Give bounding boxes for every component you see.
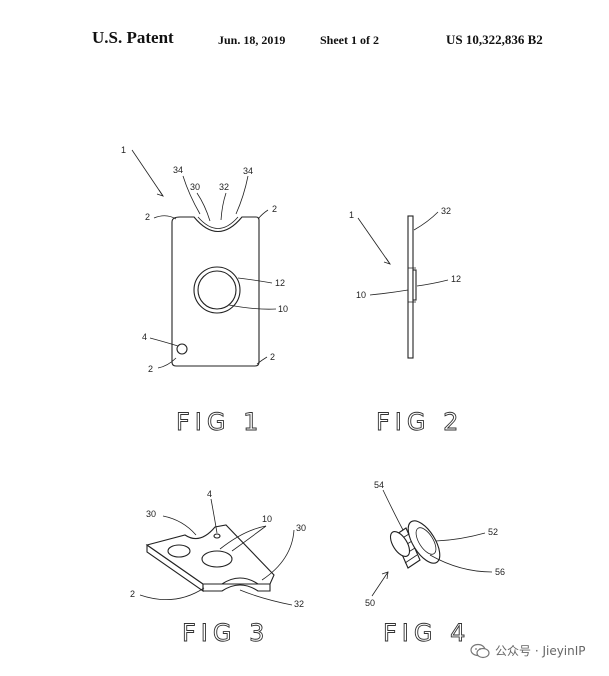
- fig4-label-56: 56: [495, 567, 505, 577]
- fig3-label-30-left: 30: [146, 509, 156, 519]
- fig1-label-12: 12: [275, 278, 285, 288]
- fig1-lanyard-hole: [176, 343, 188, 355]
- fig3-label-4: 4: [207, 489, 212, 499]
- fig1-label-2-lower-left: 2: [148, 364, 153, 374]
- fig1-label-30: 30: [190, 182, 200, 192]
- fig4-flange-recess: [415, 527, 437, 555]
- fig1-label-10: 10: [278, 304, 288, 314]
- fig1-label-2-lower-right: 2: [270, 352, 275, 362]
- fig2-label-10: 10: [356, 290, 366, 300]
- fig4-shaft-end: [389, 531, 411, 557]
- sheet-number: Sheet 1 of 2: [320, 33, 379, 47]
- fig1-label-32: 32: [219, 182, 229, 192]
- fig1-label-34-right: 34: [243, 166, 253, 176]
- fig2-label-12: 12: [451, 274, 461, 284]
- fig2-label-32: 32: [441, 206, 451, 216]
- fig4-label-50: 50: [365, 598, 375, 608]
- fig2-raised-ring: [412, 269, 417, 301]
- fig2-side-profile: [407, 215, 414, 359]
- fig3-small-hole: [167, 544, 191, 558]
- figure-4: 54 52 56 50 FIG 4: [365, 480, 505, 647]
- figure-1: 1 34 30 32 34 2 2 12 10 4 2 2 FIG 1: [121, 145, 288, 436]
- fig1-label-2-upper-left: 2: [145, 212, 150, 222]
- fig3-label-30-right: 30: [296, 523, 306, 533]
- fig2-leader-1: [357, 217, 391, 265]
- fig3-card-front-edge: [202, 583, 271, 592]
- figure-2: 1 32 12 10 FIG 2: [349, 206, 463, 436]
- fig1-label-4: 4: [142, 332, 147, 342]
- fig1-label-1: 1: [121, 145, 126, 155]
- watermark-text: 公众号 · JieyinIP: [495, 644, 586, 658]
- fig2-caption: FIG 2: [376, 408, 463, 436]
- fig3-caption: FIG 3: [182, 619, 269, 647]
- watermark: 公众号 · JieyinIP: [470, 642, 586, 659]
- fig1-arrowhead: [156, 189, 164, 197]
- fig1-label-2-upper-right: 2: [272, 204, 277, 214]
- fig1-caption: FIG 1: [176, 408, 263, 436]
- patent-date: Jun. 18, 2019: [218, 33, 286, 47]
- patent-office-label: U.S. Patent: [92, 28, 174, 47]
- fig1-notch-inner: [197, 216, 239, 229]
- fig3-label-32: 32: [294, 599, 304, 609]
- fig3-lanyard-hole: [213, 533, 221, 539]
- wechat-icon: [470, 643, 490, 658]
- patent-number: US 10,322,836 B2: [446, 32, 543, 47]
- fig2-label-1: 1: [349, 210, 354, 220]
- fig4-label-52: 52: [488, 527, 498, 537]
- fig1-leader-1: [131, 149, 164, 197]
- fig4-caption: FIG 4: [383, 619, 470, 647]
- fig3-label-10: 10: [262, 514, 272, 524]
- fig1-center-hole: [197, 270, 237, 310]
- fig3-label-2: 2: [130, 589, 135, 599]
- fig4-label-54: 54: [374, 480, 384, 490]
- fig1-label-34-left: 34: [173, 165, 183, 175]
- figure-3: 4 30 10 30 2 32 FIG 3: [130, 489, 306, 647]
- fig3-center-hole: [201, 550, 233, 568]
